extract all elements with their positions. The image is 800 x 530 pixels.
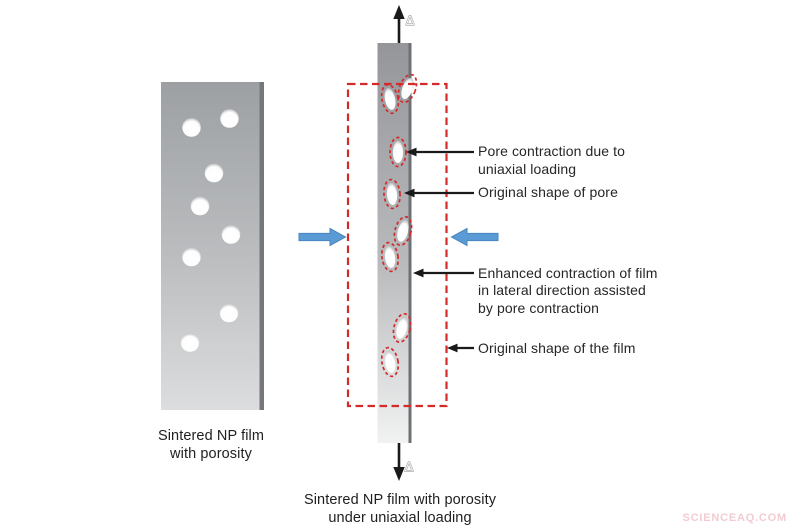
annotation-pore-contraction: Pore contraction due to uniaxial loading bbox=[478, 143, 626, 177]
pore-group bbox=[380, 346, 400, 378]
film-side-edge bbox=[259, 82, 264, 410]
pore-group bbox=[392, 312, 412, 344]
watermark: SCIENCEAQ.COM bbox=[682, 512, 787, 524]
contracted-pore bbox=[384, 246, 396, 268]
pore-group bbox=[383, 178, 401, 210]
tension-arrow-down-icon bbox=[393, 443, 405, 481]
arrow-pore-contraction bbox=[406, 147, 474, 157]
delta-up-symbol: Δ bbox=[406, 13, 415, 28]
pore-group bbox=[380, 241, 400, 273]
annotation-original-pore: Original shape of pore bbox=[478, 183, 618, 200]
tension-arrow-up-icon bbox=[393, 5, 405, 43]
film-body bbox=[161, 82, 264, 410]
contracted-pore bbox=[384, 88, 396, 110]
contracted-pore bbox=[396, 317, 408, 339]
pore-circle bbox=[182, 118, 201, 137]
arrow-original-pore bbox=[404, 188, 474, 198]
original-pore-outline bbox=[397, 73, 418, 104]
pore-circle bbox=[219, 303, 239, 323]
arrow-original-film bbox=[447, 343, 474, 353]
original-pore-outline bbox=[393, 215, 413, 247]
original-pore-outline bbox=[392, 312, 412, 344]
pore-circle bbox=[190, 196, 210, 216]
right-film-caption: Sintered NP film with porosity under uni… bbox=[303, 492, 497, 526]
pore-circle bbox=[221, 225, 241, 244]
sintered-film-left bbox=[161, 82, 264, 410]
contracted-pore bbox=[397, 220, 409, 242]
annotation-arrows bbox=[404, 147, 474, 353]
delta-down-symbol: Δ bbox=[405, 460, 414, 475]
annotation-original-film: Original shape of the film bbox=[478, 339, 636, 356]
film-pores bbox=[180, 109, 241, 352]
pore-circle bbox=[220, 109, 239, 128]
loaded-film-body bbox=[377, 43, 412, 443]
lateral-compression-arrow-right-icon bbox=[450, 227, 499, 247]
lateral-compression-arrow-left-icon bbox=[298, 227, 347, 247]
loaded-film-side-edge bbox=[408, 43, 412, 443]
contracted-pore bbox=[384, 351, 396, 373]
annotation-enhanced-contraction: Enhanced contraction of film in lateral … bbox=[478, 264, 658, 316]
pore-circle bbox=[204, 163, 224, 183]
contracted-pore bbox=[392, 141, 404, 163]
contracted-pore bbox=[386, 183, 398, 205]
pore-circle bbox=[182, 247, 201, 267]
original-film-outline bbox=[346, 82, 448, 408]
original-pore-outline bbox=[380, 346, 400, 378]
loaded-film-right: Δ Δ bbox=[298, 5, 499, 481]
original-pore-outline bbox=[380, 241, 400, 273]
pore-circle bbox=[180, 333, 200, 352]
arrow-enhanced-contraction bbox=[413, 268, 474, 278]
pore-group bbox=[393, 215, 413, 247]
original-pore-outline bbox=[383, 178, 401, 210]
left-film-caption: Sintered NP film with porosity bbox=[157, 428, 265, 462]
